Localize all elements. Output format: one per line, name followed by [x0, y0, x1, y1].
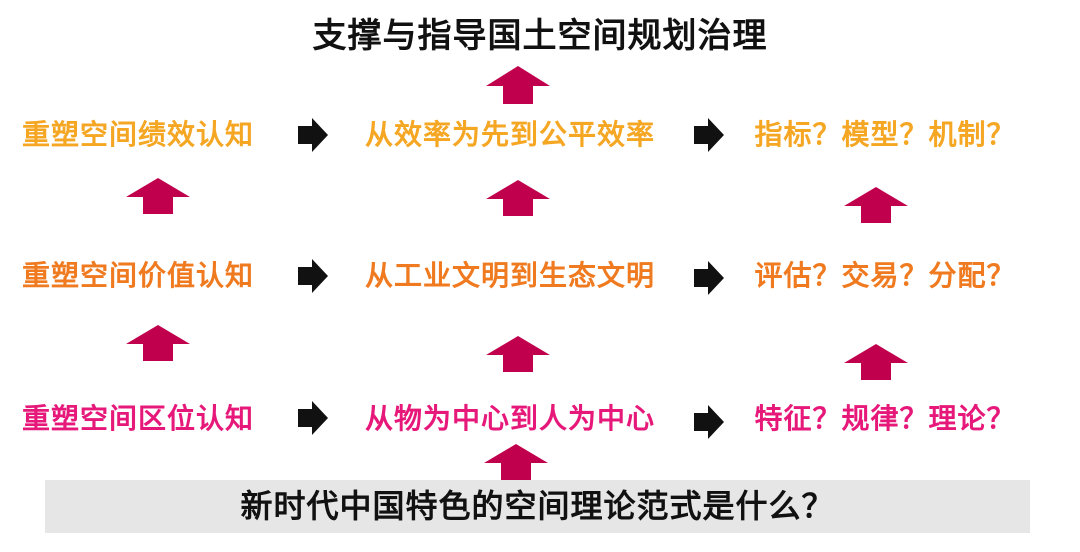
row-1-right-text: 指标？模型？机制？ [754, 118, 1016, 151]
arrow-up-icon [126, 325, 190, 361]
row-3-right-text: 特征？规律？理论？ [754, 402, 1016, 435]
row-2-middle-text: 从工业文明到生态文明 [364, 259, 655, 292]
row-2-left-text: 重塑空间价值认知 [22, 259, 255, 292]
bottom-banner [45, 480, 1030, 533]
bottom-question-text: 新时代中国特色的空间理论范式是什么？ [240, 487, 835, 525]
arrow-up-icon [844, 344, 908, 380]
row-3-left-text: 重塑空间区位认知 [22, 402, 255, 435]
arrow-up-icon [486, 66, 550, 104]
arrow-up-icon [126, 178, 190, 214]
arrow-up-icon [486, 180, 550, 216]
row-1-left-text: 重塑空间绩效认知 [22, 118, 255, 151]
top-title: 支撑与指导国土空间规划治理 [312, 16, 768, 56]
arrow-up-icon [484, 444, 548, 480]
row-3-middle-text: 从物为中心到人为中心 [364, 402, 655, 435]
arrow-up-icon [844, 187, 908, 223]
row-1-middle-text: 从效率为先到公平效率 [364, 118, 655, 151]
arrow-up-icon [486, 336, 550, 372]
row-2-right-text: 评估？交易？分配？ [754, 259, 1016, 292]
